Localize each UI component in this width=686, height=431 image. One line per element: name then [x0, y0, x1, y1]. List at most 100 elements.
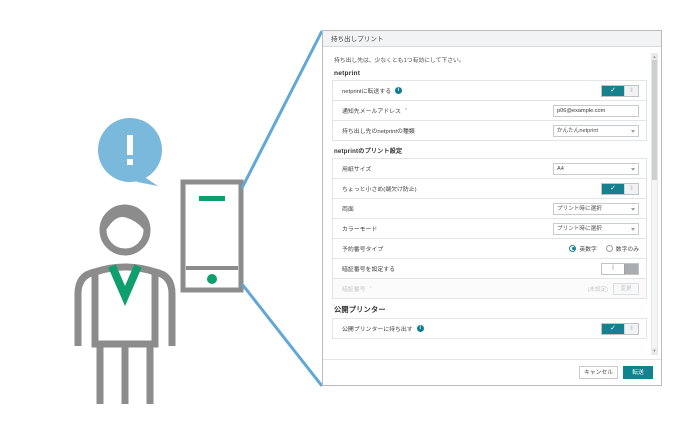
row-reservation-number-type[interactable]: 予約番号タイプ 英数字 数字のみ [333, 239, 646, 259]
radio-numeric-only[interactable]: 数字のみ [605, 244, 639, 253]
toggle-check-icon: ✓ [602, 183, 624, 194]
row-duplex[interactable]: 両面 プリント時に選択 [333, 199, 646, 219]
chevron-down-icon [631, 129, 635, 133]
toggle-check-icon: ✓ [602, 85, 624, 96]
toggle-public-printer[interactable]: ✓ ‖ [601, 322, 639, 335]
section-heading-netprint: netprint [334, 70, 361, 77]
section-rows-print-settings: 用紙サイズ A4 ちょっと小さめ(端欠け防止) [332, 158, 647, 299]
radio-dot [569, 245, 577, 252]
cancel-button[interactable]: キャンセル [579, 366, 618, 379]
radio-alphanumeric[interactable]: 英数字 [569, 244, 597, 253]
dialog-titlebar: 持ち出しプリント [323, 31, 661, 47]
scroll-down-arrow-icon[interactable]: ▼ [652, 348, 657, 354]
row-label: 暗証番号を設定する [342, 264, 395, 273]
row-public-printer-export[interactable]: 公開プリンターに持ち出す i ✓ ‖ [333, 319, 646, 339]
toggle-netprint-forward[interactable]: ✓ ‖ [601, 84, 639, 97]
toggle-set-pin[interactable]: ‖ [601, 262, 639, 275]
toggle-knob [624, 263, 638, 274]
select-value: かんたんnetprint [557, 127, 599, 134]
phone-home-button [207, 274, 217, 284]
toggle-knob: ‖ [624, 323, 638, 334]
row-label: ちょっと小さめ(端欠け防止) [342, 184, 417, 193]
chevron-down-icon [631, 227, 635, 231]
toggle-slightly-smaller[interactable]: ✓ ‖ [601, 182, 639, 195]
row-control: プリント時に選択 [553, 222, 639, 235]
info-icon[interactable]: i [416, 325, 424, 332]
select-duplex[interactable]: プリント時に選択 [553, 202, 639, 215]
moch-out-print-dialog: 持ち出しプリント 持ち出し先は、少なくとも1つ有効にして下さい。 netprin… [322, 30, 662, 386]
illustration-artwork [74, 118, 244, 404]
row-control: プリント時に選択 [553, 202, 639, 215]
row-label-text: 公開プリンターに持ち出す [342, 327, 413, 333]
dialog-scroll-area: 持ち出し先は、少なくとも1つ有効にして下さい。 netprint netprin… [332, 53, 647, 355]
dialog-footer: キャンセル 転送 [323, 359, 661, 385]
scrollbar-thumb[interactable] [652, 60, 657, 180]
row-slightly-smaller[interactable]: ちょっと小さめ(端欠け防止) ✓ ‖ [333, 179, 646, 199]
row-control: ✓ ‖ [601, 322, 639, 335]
row-label-text: 暗証番号を設定する [342, 267, 396, 273]
row-label-text: カラーモード [342, 227, 378, 233]
chevron-down-icon [631, 167, 635, 171]
required-mark: * [369, 285, 372, 292]
section-rows-netprint: netprintに転送する i ✓ ‖ 通知先メールアドレス * [332, 80, 647, 141]
radio-dot [605, 245, 613, 252]
row-control: p06@example.com [553, 104, 639, 117]
row-label-text: netprintに転送する [342, 89, 392, 95]
row-label-text: 両面 [342, 207, 354, 213]
row-control: ✓ ‖ [601, 84, 639, 97]
change-pin-button: 変更 [613, 282, 639, 295]
row-label-text: 用紙サイズ [342, 167, 372, 173]
email-field[interactable]: p06@example.com [553, 104, 639, 117]
row-pin-value: 暗証番号 * (未設定) 変更 [333, 279, 646, 299]
select-paper-size[interactable]: A4 [553, 162, 639, 175]
row-control: 英数字 数字のみ [569, 244, 639, 253]
radio-label: 数字のみ [615, 247, 639, 253]
row-label-text: ちょっと小さめ(端欠け防止) [342, 187, 417, 193]
chevron-down-icon [631, 207, 635, 211]
pin-unset-text: (未設定) [587, 286, 608, 293]
row-paper-size[interactable]: 用紙サイズ A4 [333, 159, 646, 179]
necktie [108, 264, 142, 307]
select-value: プリント時に選択 [557, 225, 602, 232]
row-set-pin[interactable]: 暗証番号を設定する ‖ [333, 259, 646, 279]
dialog-body: 持ち出し先は、少なくとも1つ有効にして下さい。 netprint netprin… [323, 47, 661, 359]
row-netprint-type[interactable]: 持ち出し先のnetprintの種類 かんたんnetprint [333, 121, 646, 141]
select-value: プリント時に選択 [557, 205, 602, 212]
dialog-notice: 持ち出し先は、少なくとも1つ有効にして下さい。 [334, 58, 465, 64]
row-netprint-forward[interactable]: netprintに転送する i ✓ ‖ [333, 81, 646, 101]
select-netprint-type[interactable]: かんたんnetprint [553, 124, 639, 137]
row-label: 用紙サイズ [342, 164, 371, 173]
row-label: 暗証番号 * [342, 284, 372, 294]
required-mark: * [404, 107, 408, 114]
row-label-text: 持ち出し先のnetprintの種類 [342, 129, 415, 135]
row-label: カラーモード [342, 224, 377, 233]
section-heading-public-printer: 公開プリンター [334, 305, 386, 314]
row-label: 持ち出し先のnetprintの種類 [342, 126, 415, 135]
toggle-knob: ‖ [624, 183, 638, 194]
select-color-mode[interactable]: プリント時に選択 [553, 222, 639, 235]
vertical-scrollbar[interactable]: ▲ ▼ [651, 53, 658, 355]
row-control: かんたんnetprint [553, 124, 639, 137]
select-value: A4 [557, 165, 564, 172]
info-icon[interactable]: i [395, 87, 403, 94]
smartphone [180, 179, 244, 293]
row-label: 予約番号タイプ [342, 244, 383, 253]
row-label: netprintに転送する i [342, 86, 403, 95]
row-label-text: 予約番号タイプ [342, 247, 384, 253]
radio-label: 英数字 [579, 247, 597, 253]
row-notify-email[interactable]: 通知先メールアドレス * p06@example.com [333, 101, 646, 121]
row-control: ‖ [601, 262, 639, 275]
row-control: ✓ ‖ [601, 182, 639, 195]
phone-speaker [199, 196, 225, 201]
scroll-up-arrow-icon[interactable]: ▲ [652, 54, 657, 60]
row-label-text: 通知先メールアドレス [342, 109, 401, 115]
row-control: (未設定) 変更 [587, 282, 639, 295]
row-label-text: 暗証番号 [342, 287, 366, 293]
submit-button[interactable]: 転送 [623, 366, 653, 379]
row-color-mode[interactable]: カラーモード プリント時に選択 [333, 219, 646, 239]
row-label: 公開プリンターに持ち出す i [342, 324, 424, 333]
radio-group-reservation-number-type: 英数字 数字のみ [569, 244, 639, 253]
section-heading-print-settings: netprintのプリント設定 [334, 148, 403, 155]
person-figure [74, 204, 176, 404]
speech-bubble [98, 118, 162, 186]
